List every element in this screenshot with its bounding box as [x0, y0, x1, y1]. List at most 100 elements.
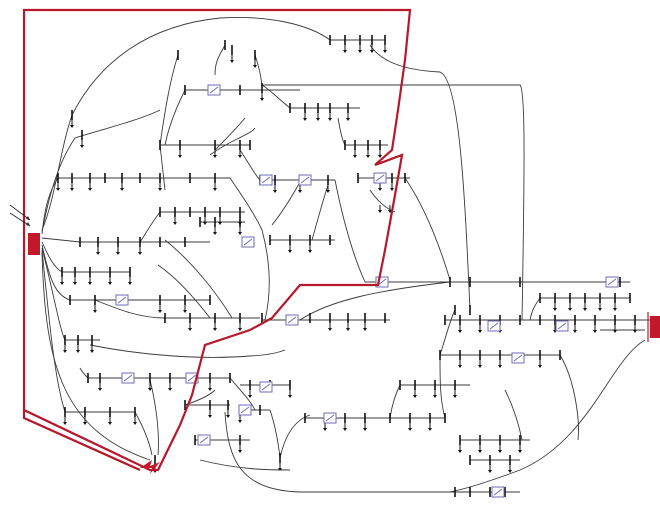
transformer-box-icon: [238, 404, 252, 416]
load-arrow-icon: [238, 328, 242, 331]
load-arrow-icon: [370, 50, 374, 53]
line: [157, 264, 211, 319]
load-arrow-icon: [188, 328, 192, 331]
load-arrow-icon: [116, 252, 120, 255]
line: [229, 377, 256, 411]
load-arrow-icon: [316, 118, 320, 121]
load-arrow-icon: [93, 310, 97, 313]
load-arrow-icon: [133, 422, 137, 425]
load-arrow-icon: [568, 308, 572, 311]
load-arrow-icon: [138, 252, 142, 255]
transformer-box-icon: [487, 320, 501, 332]
load-arrow-icon: [168, 388, 172, 391]
load-arrow-icon: [213, 328, 217, 331]
load-arrow-icon: [593, 330, 597, 333]
load-arrow-icon: [128, 282, 132, 285]
load-arrow-icon: [478, 450, 482, 453]
transformer-box-icon: [605, 276, 619, 288]
line: [369, 44, 471, 311]
load-arrow-icon: [158, 188, 162, 191]
load-arrow-icon: [488, 470, 492, 473]
transformer-box-icon: [207, 84, 221, 96]
transformer-box-icon: [491, 486, 505, 498]
line: [214, 44, 226, 76]
line: [269, 409, 281, 459]
load-arrow-icon: [343, 428, 347, 431]
main-substation-icon: [28, 233, 40, 255]
load-arrow-icon: [353, 155, 357, 158]
load-arrow-icon: [633, 330, 637, 333]
line: [389, 384, 401, 419]
load-arrow-icon: [363, 428, 367, 431]
load-arrow-icon: [248, 395, 252, 398]
line: [299, 281, 451, 321]
load-arrow-icon: [308, 250, 312, 253]
line: [41, 137, 76, 233]
load-arrow-icon: [458, 365, 462, 368]
load-arrow-icon: [613, 308, 617, 311]
transformer-box-icon: [185, 372, 199, 384]
load-arrow-icon: [458, 330, 462, 333]
line: [214, 117, 246, 151]
load-arrow-icon: [328, 118, 332, 121]
load-arrow-icon: [498, 450, 502, 453]
line: [89, 344, 286, 358]
load-arrow-icon: [203, 222, 207, 225]
line: [449, 339, 646, 493]
load-arrow-icon: [63, 350, 67, 353]
load-arrow-icon: [158, 310, 162, 313]
line: [369, 189, 396, 213]
load-arrow-icon: [366, 155, 370, 158]
load-arrow-icon: [433, 395, 437, 398]
load-arrow-icon: [208, 415, 212, 418]
line: [404, 177, 451, 281]
line: [439, 357, 446, 419]
load-arrow-icon: [73, 282, 77, 285]
load-arrow-icon: [288, 250, 292, 253]
line: [159, 54, 179, 191]
load-arrow-icon: [358, 50, 362, 53]
load-arrow-icon: [378, 210, 382, 213]
load-arrow-icon: [148, 388, 152, 391]
load-arrow-icon: [120, 188, 124, 191]
line: [149, 379, 159, 456]
load-arrow-icon: [553, 308, 557, 311]
load-arrow-icon: [60, 282, 64, 285]
line: [41, 17, 331, 231]
load-arrow-icon: [498, 365, 502, 368]
load-arrow-icon: [408, 428, 412, 431]
load-arrow-icon: [518, 450, 522, 453]
line: [504, 389, 523, 441]
transformer-box-icon: [285, 314, 299, 326]
load-arrow-icon: [390, 188, 394, 191]
load-arrow-icon: [328, 328, 332, 331]
load-arrow-icon: [178, 155, 182, 158]
line: [559, 354, 579, 441]
transformer-box-icon: [323, 412, 337, 424]
fault-flash-icon: [140, 460, 160, 474]
incoming-supply-arrows-icon: [9, 204, 31, 227]
load-arrow-icon: [583, 308, 587, 311]
transformer-box-icon: [555, 320, 569, 332]
load-arrow-icon: [238, 420, 242, 423]
line: [74, 109, 161, 139]
line: [279, 414, 311, 459]
load-arrow-icon: [428, 428, 432, 431]
load-arrow-icon: [238, 232, 242, 235]
load-arrow-icon: [70, 188, 74, 191]
line: [41, 177, 59, 235]
line: [224, 411, 450, 493]
load-arrow-icon: [213, 232, 217, 235]
load-arrow-icon: [98, 388, 102, 391]
line: [254, 54, 263, 91]
transformer-box-icon: [259, 381, 273, 393]
load-arrow-icon: [230, 60, 234, 63]
load-arrow-icon: [453, 395, 457, 398]
line: [334, 179, 366, 283]
load-arrow-icon: [70, 125, 74, 128]
line: [271, 181, 301, 226]
line: [239, 149, 261, 181]
load-arrow-icon: [108, 422, 112, 425]
load-arrow-icon: [238, 155, 242, 158]
